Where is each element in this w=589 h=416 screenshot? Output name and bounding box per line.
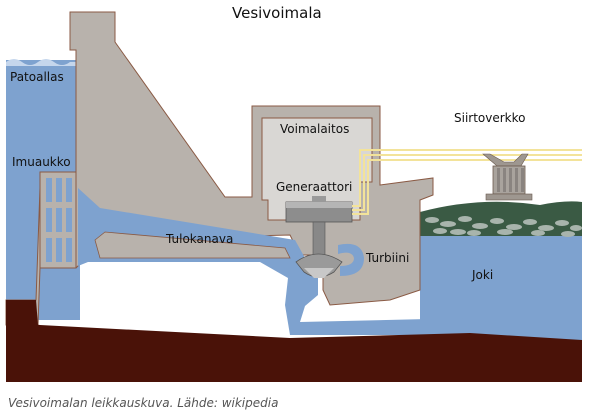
tailrace (338, 243, 364, 276)
transformer (482, 153, 533, 201)
power-lines (352, 149, 582, 215)
label-river: Joki (471, 268, 493, 282)
riverbed (6, 300, 38, 325)
label-turbine: Turbiini (365, 251, 409, 265)
intake-grate (39, 171, 77, 269)
rock-pile (425, 216, 582, 237)
label-powerhouse: Voimalaitos (280, 122, 349, 136)
figure-caption: Vesivoimalan leikkauskuva. Lähde: wikipe… (8, 396, 279, 410)
diagram-title: Vesivoimala (232, 4, 322, 22)
label-penstock: Tulokanava (165, 232, 233, 246)
label-reservoir: Patoallas (10, 70, 64, 84)
penstock-channel (78, 188, 470, 335)
ground (6, 320, 582, 382)
powerhouse-building (261, 117, 373, 221)
label-intake: Imuaukko (12, 155, 71, 169)
turbine-shaft (312, 221, 326, 257)
river-water (420, 225, 582, 345)
dam-inner (94, 231, 291, 259)
reservoir-waves (6, 59, 80, 66)
label-grid: Siirtoverkko (454, 111, 526, 125)
label-generator: Generaattori (276, 180, 352, 194)
turbine (295, 253, 343, 278)
